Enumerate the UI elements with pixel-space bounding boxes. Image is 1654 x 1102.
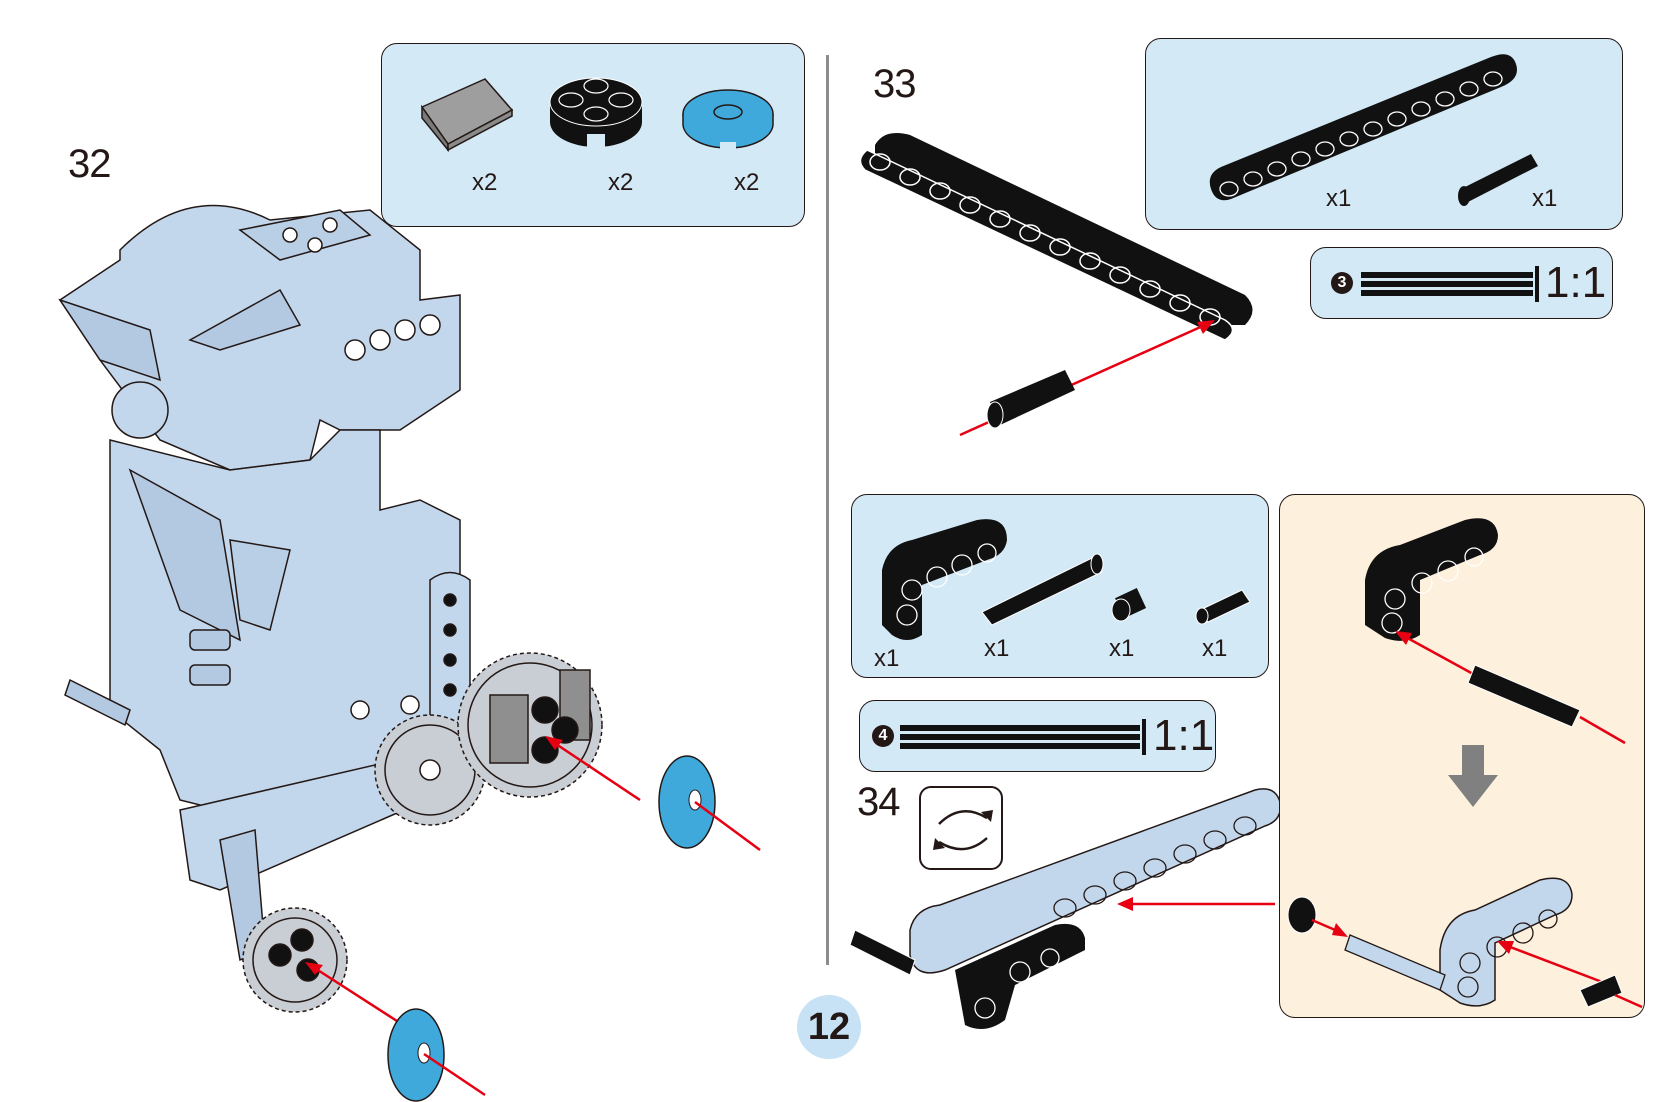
part-qty: x1 (1202, 635, 1228, 662)
axle-pin-part-icon (1458, 154, 1538, 206)
sub-assembly-step-1 (1365, 518, 1626, 745)
part-qty: x1 (874, 645, 900, 672)
pin-part-icon (1195, 589, 1251, 625)
step-number-34: 34 (857, 780, 900, 824)
beam-13-part-icon (1209, 54, 1517, 201)
round-plate-icon (549, 77, 643, 148)
beam-13-illustration (859, 132, 1253, 437)
step-number-32: 32 (68, 142, 111, 186)
part-qty: x1 (984, 635, 1010, 662)
assembled-beam-illustration (849, 788, 1282, 1029)
sub-assembly-panel (1279, 494, 1645, 1018)
l-beam-part-icon (882, 519, 1007, 640)
ruler-scale: 1:1 (1545, 258, 1607, 307)
ruler-panel-step-34: 4 1:1 (859, 700, 1216, 772)
ruler-panel-step-33: 3 1:1 (1310, 247, 1613, 319)
down-arrow-icon (1448, 745, 1498, 807)
parts-panel-step-32: x2 x2 x2 (381, 43, 805, 227)
ruler-axle-icon (900, 719, 1146, 755)
part-qty: x2 (734, 169, 760, 196)
part-qty: x2 (472, 169, 498, 196)
page-divider (826, 55, 829, 965)
round-tile-icon (682, 89, 774, 150)
rotate-model-icon (919, 786, 1003, 870)
ruler-scale: 1:1 (1153, 711, 1215, 760)
parts-panel-step-33: x1 x1 (1145, 38, 1623, 230)
page-number: 12 (797, 995, 861, 1059)
model-assembly-illustration (58, 204, 761, 1102)
sub-assembly-step-2 (1287, 877, 1643, 1009)
part-qty: x1 (1109, 635, 1135, 662)
ruler-length-badge: 3 (1331, 272, 1353, 294)
slope-brick-icon (420, 78, 514, 153)
ruler-axle-icon (1361, 266, 1539, 302)
ruler-length-badge: 4 (872, 725, 894, 747)
part-qty: x1 (1532, 185, 1558, 212)
step-number-33: 33 (873, 62, 916, 106)
bush-part-icon (1111, 588, 1147, 622)
parts-panel-step-34: x1 x1 x1 x1 (851, 494, 1269, 678)
part-qty: x2 (608, 169, 634, 196)
part-qty: x1 (1326, 185, 1352, 212)
axle-part-icon (981, 553, 1104, 626)
